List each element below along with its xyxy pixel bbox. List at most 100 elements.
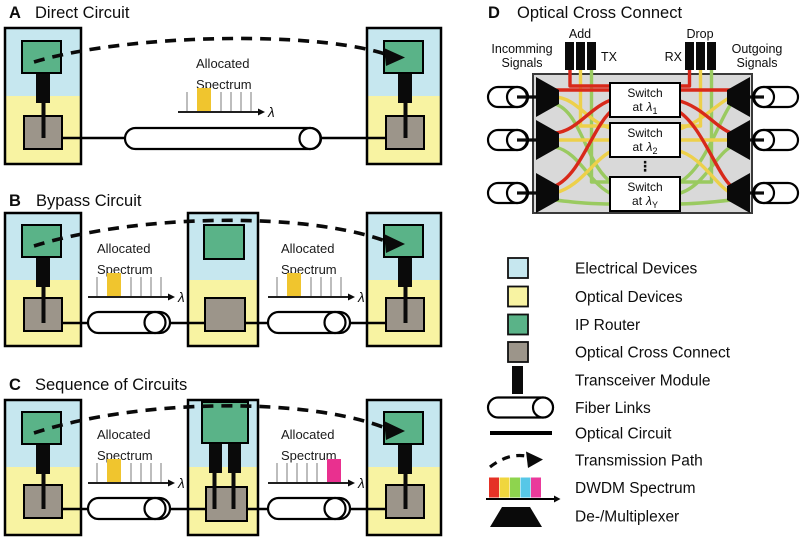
transmission-path-icon bbox=[489, 453, 527, 469]
switch-box bbox=[609, 122, 681, 158]
transceiver-stem bbox=[403, 287, 408, 323]
panel-b-letter: B bbox=[9, 192, 21, 210]
spectrum-ticks bbox=[186, 92, 252, 111]
red-wavelength-paths bbox=[553, 68, 733, 188]
outgoing-signals-label-line1: Outgoing bbox=[732, 42, 783, 56]
incoming-fiber-links bbox=[486, 85, 536, 205]
legend-row-fiber-links: Fiber Links bbox=[486, 396, 651, 419]
oxc-box bbox=[204, 297, 246, 332]
lambda-axis-arrowhead bbox=[168, 293, 175, 301]
dwdm-bar-yellow bbox=[499, 477, 510, 498]
transceiver-stem bbox=[212, 473, 217, 509]
transceiver-stem bbox=[41, 103, 46, 138]
fiber-end-circle bbox=[323, 496, 347, 521]
oxc-box bbox=[205, 486, 248, 522]
tx-transceiver bbox=[576, 42, 585, 70]
node-a-right bbox=[365, 26, 443, 166]
fiber-link bbox=[123, 126, 323, 151]
legend-row-transmission-path: Transmission Path bbox=[489, 451, 703, 470]
node-border bbox=[365, 398, 443, 537]
multiplexer bbox=[727, 120, 750, 160]
spectrum-a: Allocated Spectrum λ bbox=[178, 56, 275, 120]
transmission-path bbox=[33, 404, 389, 435]
lambda-symbol: λ bbox=[357, 290, 365, 305]
transmission-arrowhead-icon bbox=[526, 451, 543, 468]
multiplexer bbox=[727, 77, 750, 117]
legend: Electrical Devices Optical Devices IP Ro… bbox=[486, 257, 731, 527]
switch-box bbox=[609, 176, 681, 212]
dwdm-bar-pink bbox=[531, 477, 541, 498]
lambda-symbol: λ bbox=[267, 105, 275, 120]
incoming-signals-label-line1: Incomming bbox=[491, 42, 552, 56]
demultiplexer bbox=[536, 77, 559, 117]
transceiver-module bbox=[36, 73, 50, 103]
panel-b-title-text: Bypass Circuit bbox=[36, 192, 142, 210]
legend-row-dwdm-spectrum: DWDM Spectrum bbox=[486, 477, 696, 503]
fiber-capsule bbox=[123, 126, 323, 151]
transceiver-module bbox=[228, 443, 241, 473]
lambda-symbol: λ bbox=[357, 476, 365, 491]
add-transceivers bbox=[565, 42, 596, 70]
dwdm-axis-arrowhead bbox=[554, 495, 561, 503]
transmission-path bbox=[33, 36, 389, 64]
switch-word: Switch bbox=[627, 86, 662, 100]
panel-d-letter: D bbox=[488, 4, 500, 22]
spectrum-c-2: Allocated Spectrum λ bbox=[268, 427, 365, 491]
demultiplexer bbox=[536, 173, 559, 213]
spectrum-label-line1: Allocated bbox=[281, 241, 334, 256]
spectrum-label-line2: Spectrum bbox=[97, 262, 153, 277]
allocated-channel-bar bbox=[327, 459, 341, 482]
legend-label: Optical Devices bbox=[575, 289, 683, 306]
demultiplexer bbox=[536, 120, 559, 160]
lambda-axis-arrowhead bbox=[168, 479, 175, 487]
transceiver-stem bbox=[41, 287, 46, 323]
panel-a-title: A Direct Circuit bbox=[9, 4, 130, 22]
allocated-channel-bar bbox=[287, 273, 301, 296]
legend-label: Transmission Path bbox=[575, 453, 703, 470]
switch-word: Switch bbox=[627, 126, 662, 140]
transceiver-stem bbox=[231, 473, 236, 509]
legend-row-demultiplexer: De-/Multiplexer bbox=[490, 507, 679, 527]
oxc-swatch bbox=[507, 341, 529, 363]
transceiver-module bbox=[36, 257, 50, 287]
ip-router-box bbox=[201, 401, 249, 444]
panel-a-letter: A bbox=[9, 4, 21, 22]
legend-label: Optical Cross Connect bbox=[575, 345, 731, 362]
rx-label: RX bbox=[665, 50, 683, 64]
legend-row-electrical-devices: Electrical Devices bbox=[507, 257, 698, 279]
fiber-link bbox=[266, 310, 352, 335]
node-border bbox=[186, 398, 260, 537]
transceiver-module bbox=[398, 257, 412, 287]
add-label: Add bbox=[569, 27, 591, 41]
fiber-end-circle bbox=[298, 126, 322, 151]
spectrum-label-line2: Spectrum bbox=[281, 448, 337, 463]
panel-a-title-text: Direct Circuit bbox=[35, 4, 130, 22]
legend-row-optical-devices: Optical Devices bbox=[507, 285, 683, 308]
node-border bbox=[3, 26, 83, 166]
tx-transceiver bbox=[587, 42, 596, 70]
spectrum-b-1: Allocated Spectrum λ bbox=[88, 241, 185, 305]
spectrum-b-2: Allocated Spectrum λ bbox=[268, 241, 365, 305]
legend-label: De-/Multiplexer bbox=[575, 509, 679, 526]
spectrum-label-line1: Allocated bbox=[97, 241, 150, 256]
transceiver-module bbox=[36, 444, 50, 474]
fiber-end-circle bbox=[143, 310, 167, 335]
demultiplexer-icon bbox=[490, 507, 542, 527]
transceiver-module bbox=[209, 443, 222, 473]
spectrum-label-line1: Allocated bbox=[281, 427, 334, 442]
tx-transceiver bbox=[565, 42, 574, 70]
ip-router-box bbox=[21, 40, 62, 74]
transmission-arrowhead bbox=[384, 48, 405, 66]
spectrum-ticks bbox=[276, 463, 318, 482]
transceiver-module bbox=[398, 444, 412, 474]
multiplexer bbox=[727, 173, 750, 213]
